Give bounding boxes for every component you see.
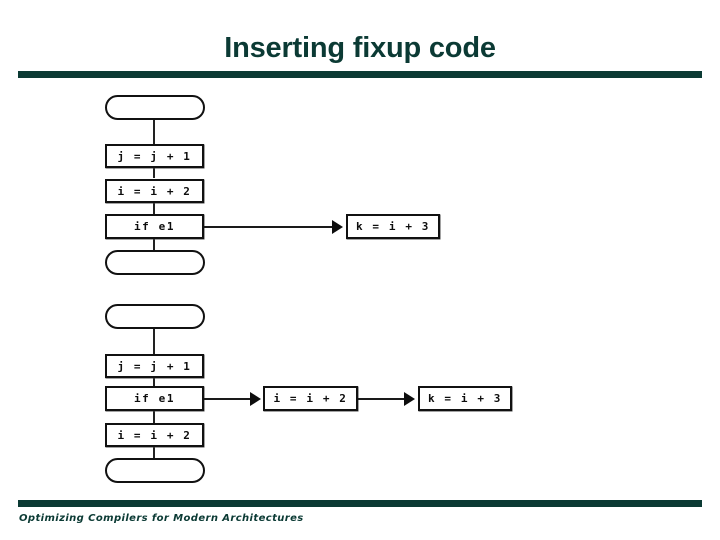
edge-bot-stmt1-to-stmt2 xyxy=(153,377,155,387)
edge-top-stmt2-to-stmt3 xyxy=(153,202,155,214)
node-bot-stmt-2: if e1 xyxy=(105,386,204,411)
slide-footer: Optimizing Compilers for Modern Architec… xyxy=(19,513,304,524)
edge-top-stmt3-to-exit xyxy=(153,238,155,251)
page-title: Inserting fixup code xyxy=(224,32,496,64)
arrowhead-icon-top-branch xyxy=(332,220,343,234)
edge-top-stmt3-to-branch xyxy=(204,226,334,228)
node-top-exit xyxy=(105,250,205,275)
node-top-branch-1: k = i + 3 xyxy=(346,214,440,239)
node-bot-branch-1: i = i + 2 xyxy=(263,386,358,411)
edge-bot-stmt2-to-branch1 xyxy=(204,398,252,400)
arrowhead-icon-bot-branch2 xyxy=(404,392,415,406)
arrowhead-icon-bot-branch1 xyxy=(250,392,261,406)
footer-divider-rule xyxy=(18,500,702,507)
node-bot-stmt-1: j = j + 1 xyxy=(105,354,204,378)
node-bot-branch-2: k = i + 3 xyxy=(418,386,512,411)
node-bot-entry xyxy=(105,304,205,329)
node-bot-exit xyxy=(105,458,205,483)
node-bot-stmt-3: i = i + 2 xyxy=(105,423,204,447)
edge-bot-entry-to-stmt1 xyxy=(153,329,155,356)
node-top-entry xyxy=(105,95,205,120)
edge-top-entry-to-stmt1 xyxy=(153,119,155,146)
node-top-stmt-1: j = j + 1 xyxy=(105,144,204,168)
node-top-stmt-2: i = i + 2 xyxy=(105,179,204,203)
edge-bot-branch1-to-branch2 xyxy=(358,398,406,400)
title-divider-rule xyxy=(18,71,702,78)
edge-top-stmt1-to-stmt2 xyxy=(153,167,155,178)
edge-bot-stmt2-to-stmt3 xyxy=(153,411,155,423)
edge-bot-stmt3-to-exit xyxy=(153,447,155,459)
node-top-stmt-3: if e1 xyxy=(105,214,204,239)
